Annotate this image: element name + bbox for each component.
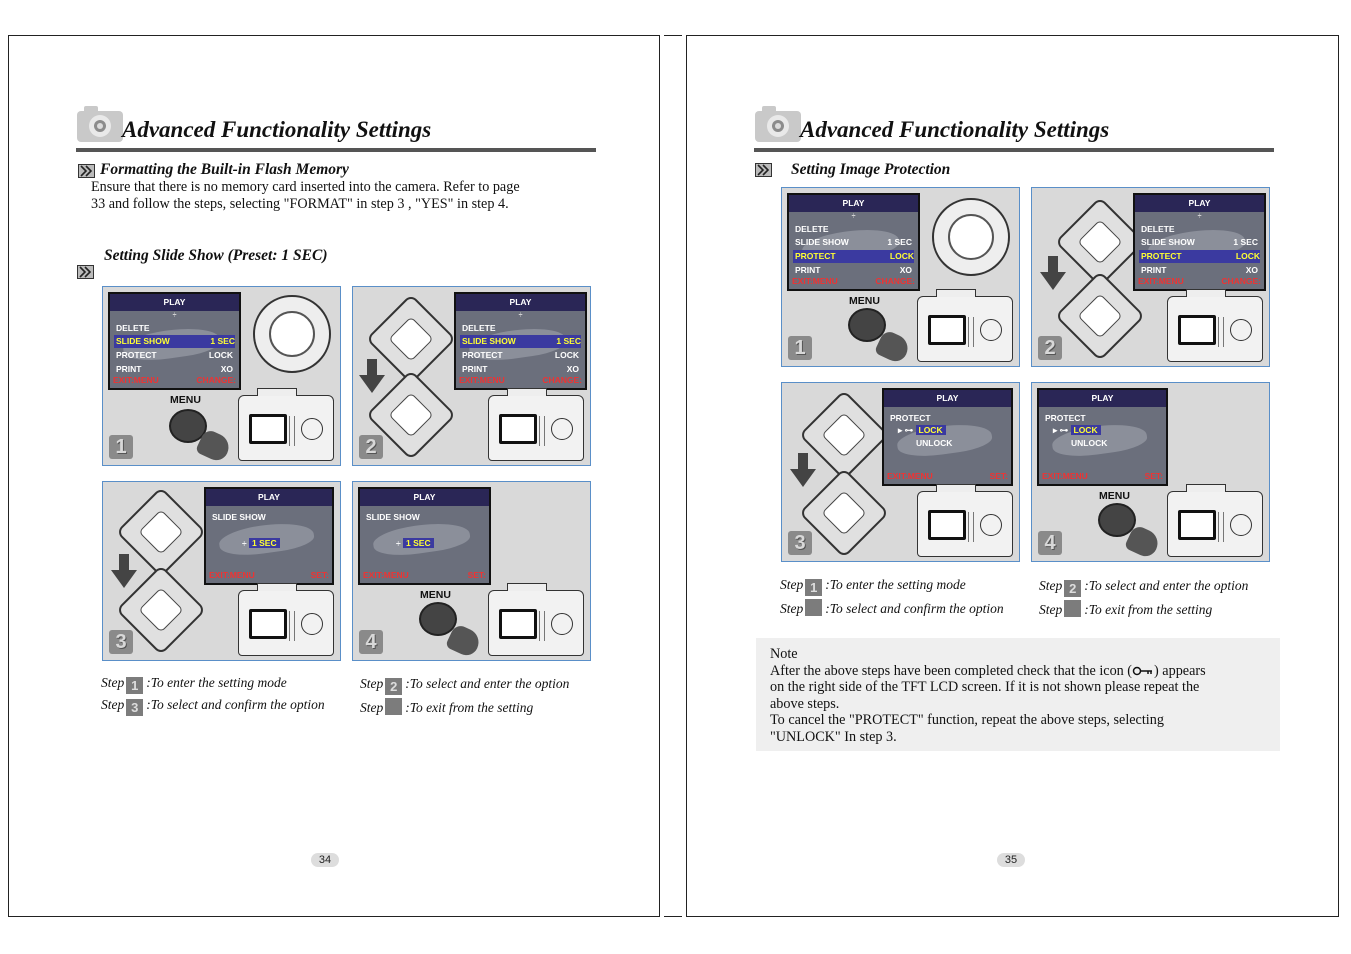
page-number: 35: [997, 853, 1025, 867]
note-line-4: To cancel the "PROTECT" function, repeat…: [770, 712, 1164, 728]
step-number-badge: 1: [788, 336, 812, 360]
step-number-badge: 4: [1038, 531, 1062, 555]
mode-dial: [932, 198, 1010, 276]
step-legend-4: Step:To exit from the setting: [1039, 600, 1213, 617]
step-legend-3: Step:To select and confirm the option: [780, 599, 1004, 616]
camera-body: [238, 583, 334, 656]
dpad-icon: [1054, 270, 1146, 362]
camera-body: [488, 388, 584, 461]
camera-body: [488, 583, 584, 656]
note-line-3: above steps.: [770, 695, 840, 712]
note-line-5: "UNLOCK" In step 3.: [770, 728, 897, 745]
menu-button: [1098, 503, 1136, 537]
left-title-block: Advanced Functionality Settings: [76, 105, 596, 155]
arrow-down-icon: [359, 359, 385, 393]
menu-label: MENU: [170, 394, 201, 406]
protect-heading: Setting Image Protection: [791, 161, 951, 178]
arrow-down-icon: [1040, 256, 1066, 290]
camera-body: [1167, 484, 1263, 557]
arrow-down-icon: [790, 453, 816, 487]
note-line-2: on the right side of the TFT LCD screen.…: [770, 679, 1200, 695]
camera-body: [1167, 289, 1263, 362]
step-number-badge: 2: [359, 435, 383, 459]
camera-body: [238, 388, 334, 461]
page-title: Advanced Functionality Settings: [122, 117, 432, 142]
arrow-down-icon: [111, 554, 137, 588]
note-line-1: After the above steps have been complete…: [770, 662, 1206, 679]
step-legend-4: Step:To exit from the setting: [360, 698, 534, 715]
menu-button: [419, 602, 457, 636]
menu-label: MENU: [420, 589, 451, 601]
step-number-badge: 4: [359, 630, 383, 654]
crop-mark-bottom: [664, 916, 682, 917]
key-icon: [1132, 666, 1153, 675]
dpad-icon: [115, 486, 207, 578]
menu-label: MENU: [849, 295, 880, 307]
camera-icon: [77, 106, 123, 142]
step-number-badge: 1: [109, 435, 133, 459]
menu-button: [848, 308, 886, 342]
left-page: [8, 35, 660, 917]
dpad-icon: [798, 389, 890, 481]
camera-icon: [755, 106, 801, 142]
title-rule: [76, 148, 596, 152]
right-title-block: Advanced Functionality Settings: [754, 105, 1274, 155]
page-number: 34: [311, 853, 339, 867]
page-title: Advanced Functionality Settings: [800, 117, 1110, 142]
dpad-icon: [365, 293, 457, 385]
note-box: Note After the above steps have been com…: [756, 638, 1280, 751]
step-number-badge: 2: [1038, 336, 1062, 360]
right-page: [686, 35, 1339, 917]
step-number-badge: 3: [109, 630, 133, 654]
camera-body: [917, 484, 1013, 557]
format-line-1: Ensure that there is no memory card inse…: [91, 179, 520, 195]
title-rule: [754, 148, 1274, 152]
double-chevron-icon: [755, 163, 772, 177]
camera-body: [917, 289, 1013, 362]
format-heading: Formatting the Built-in Flash Memory: [100, 161, 349, 178]
crop-mark-top: [664, 35, 682, 36]
step-number-badge: 3: [788, 531, 812, 555]
mode-dial: [253, 295, 331, 373]
double-chevron-icon: [77, 265, 94, 279]
menu-label: MENU: [1099, 490, 1130, 502]
double-chevron-icon: [78, 164, 95, 178]
note-title: Note: [770, 646, 798, 662]
slide-show-heading: Setting Slide Show (Preset: 1 SEC): [104, 247, 328, 264]
format-line-2: 33 and follow the steps, selecting "FORM…: [91, 196, 509, 212]
